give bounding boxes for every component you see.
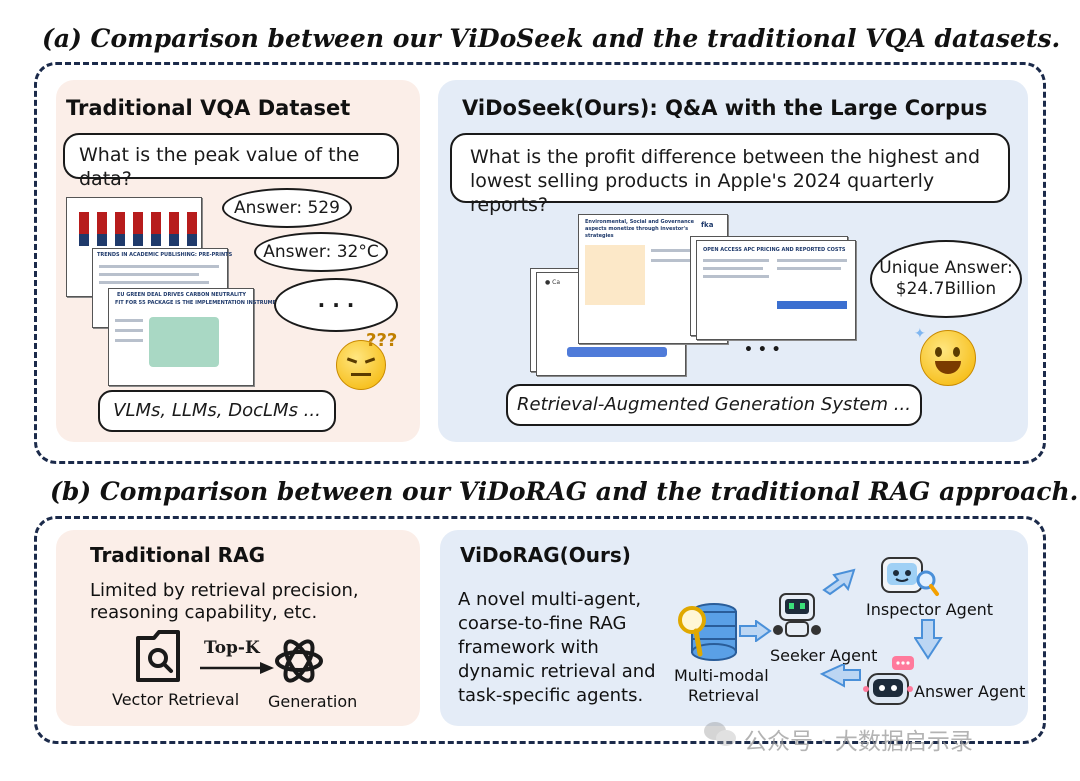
folder-search-icon [136,630,180,682]
answer-more-bubble: · · · [274,278,398,332]
answer-agent-label: Answer Agent [914,682,1026,701]
answer-robot-icon [863,656,914,705]
seeker-to-inspector-arrow [822,568,856,596]
vidoseek-question-line2: lowest selling products in Apple's 2024 … [470,170,935,216]
inspector-agent-label: Inspector Agent [866,600,994,619]
corpus-more-dots: • • • [744,342,781,358]
seeker-robot-icon [773,593,821,637]
corpus-doc-apc: OPEN ACCESS APC PRICING AND REPORTED COS… [696,240,856,340]
wechat-logo-icon [704,722,738,748]
sparkle-icon: ✦ [914,326,926,342]
unique-answer-value: $24.7Billion [895,279,997,299]
unique-answer-bubble: Unique Answer: $24.7Billion [870,240,1022,318]
green-deal-doc-title: EU GREEN DEAL DRIVES CARBON NEUTRALITY [117,292,247,298]
preprints-doc-title: TRENDS IN ACADEMIC PUBLISHING: PRE-PRINT… [97,252,233,258]
topk-arrow [200,662,274,674]
apc-doc-bar [777,301,847,309]
retrieval-to-seeker-arrow [739,620,772,642]
esg-doc-title: Environmental, Social and Governance asp… [585,219,694,239]
corpus-doc-button [567,347,667,357]
happy-face-icon [920,330,976,386]
multimodal-retrieval-line1: Multi-modal [674,666,769,685]
confused-face-icon [336,340,386,390]
vidorag-desc-line2: coarse-to-fine RAG [458,613,627,634]
vidorag-desc-line5: task-specific agents. [458,685,644,706]
answer-to-seeker-arrow [819,664,861,688]
traditional-rag-desc-line2: reasoning capability, etc. [90,602,318,623]
traditional-rag-title: Traditional RAG [90,543,265,567]
section-b-title: (b) Comparison between our ViDoRAG and t… [50,477,1079,506]
openai-logo-icon [275,639,323,683]
vidorag-desc-line4: dynamic retrieval and [458,661,656,682]
watermark-text: 公众号 · 大数据启示录 [744,729,973,755]
question-marks-icon: ??? [366,330,398,351]
bar-chart-graphic [79,212,197,246]
answer-32c-bubble: Answer: 32°C [254,232,388,272]
answer-529-bubble: Answer: 529 [222,188,352,228]
multimodal-retrieval-line2: Retrieval [688,686,760,705]
database-search-icon [678,603,737,661]
traditional-rag-desc-line1: Limited by retrieval precision, [90,580,359,601]
unique-answer-label: Unique Answer: [879,258,1013,278]
traditional-vqa-title: Traditional VQA Dataset [66,96,351,120]
vqa-models-bubble: VLMs, LLMs, DocLMs ... [98,390,336,432]
vidorag-title: ViDoRAG(Ours) [460,543,631,567]
green-deal-diagram [149,317,219,367]
vidoseek-question-bubble: What is the profit difference between th… [450,133,1010,216]
seeker-agent-label: Seeker Agent [770,646,878,665]
section-b-frame [34,516,1046,744]
inspector-robot-icon [881,557,939,596]
traditional-rag-panel [56,530,420,726]
section-a-frame [34,62,1046,464]
topk-label: Top-K [204,638,260,658]
rag-system-bubble: Retrieval-Augmented Generation System ..… [506,384,922,426]
vector-retrieval-label: Vector Retrieval [112,690,240,709]
generation-label: Generation [268,692,358,711]
esg-doc-figure [585,245,645,305]
vidorag-desc-line3: framework with [458,637,599,658]
inspector-to-answer-arrow [914,619,943,660]
vqa-question-bubble: What is the peak value of the data? [63,133,399,190]
green-deal-doc-thumbnail: EU GREEN DEAL DRIVES CARBON NEUTRALITY F… [108,288,284,386]
section-a-title: (a) Comparison between our ViDoSeek and … [42,24,1061,53]
vidoseek-question-line1: What is the profit difference between th… [470,146,981,168]
apc-doc-title: OPEN ACCESS APC PRICING AND REPORTED COS… [703,247,846,253]
vidoseek-title: ViDoSeek(Ours): Q&A with the Large Corpu… [462,96,988,120]
vidorag-desc-line1: A novel multi-agent, [458,589,642,610]
fit-for-55-doc-title: FIT FOR 55 PACKAGE IS THE IMPLEMENTATION… [115,300,284,306]
